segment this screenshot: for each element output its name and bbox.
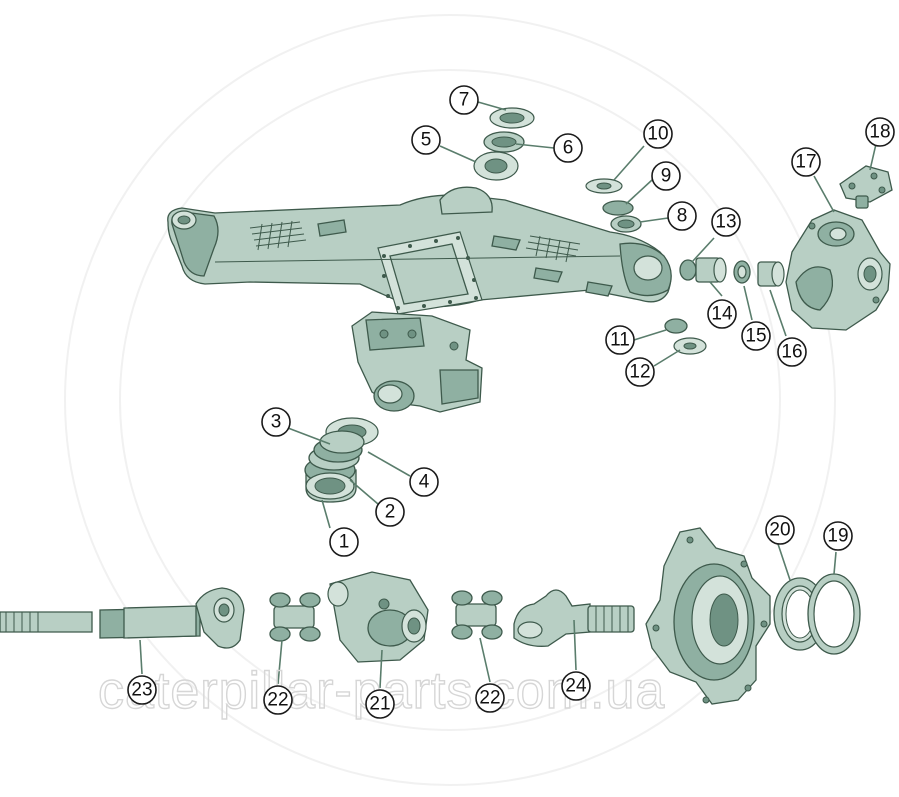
svg-text:3: 3 [271, 412, 282, 433]
axle-shaft [0, 587, 245, 649]
kingpin-cap [839, 165, 893, 209]
callout-19: 19 [823, 521, 853, 551]
callout-16: 16 [777, 337, 807, 367]
svg-text:12: 12 [629, 362, 650, 383]
svg-text:8: 8 [677, 206, 688, 227]
parts-8-10 [585, 178, 642, 233]
leader-lines [139, 101, 877, 689]
svg-text:10: 10 [647, 124, 668, 145]
svg-text:19: 19 [827, 526, 848, 547]
svg-text:1: 1 [339, 532, 350, 553]
axle-housing [167, 186, 672, 315]
svg-text:11: 11 [610, 330, 630, 351]
svg-text:22: 22 [479, 688, 500, 709]
callout-5: 5 [411, 125, 441, 155]
callout-20: 20 [765, 515, 795, 545]
center-yoke [327, 571, 429, 663]
svg-text:21: 21 [369, 694, 390, 715]
hub-flange [645, 527, 771, 705]
svg-text:5: 5 [421, 130, 432, 151]
callout-15: 15 [741, 321, 771, 351]
callout-1: 1 [329, 527, 359, 557]
callout-18: 18 [865, 117, 895, 147]
callout-21: 21 [365, 689, 395, 719]
svg-text:17: 17 [795, 152, 816, 173]
svg-text:7: 7 [459, 90, 470, 111]
callout-24: 24 [561, 671, 591, 701]
center-bracket [351, 311, 483, 413]
universal-joint-cross-left [269, 592, 321, 642]
callout-8: 8 [667, 201, 697, 231]
svg-text:16: 16 [781, 342, 802, 363]
svg-text:20: 20 [769, 520, 790, 541]
washers-5-7 [473, 107, 535, 181]
stub-shaft [513, 589, 635, 647]
callout-6: 6 [553, 133, 583, 163]
callout-9: 9 [651, 161, 681, 191]
callout-13: 13 [711, 207, 741, 237]
callout-11: 11 [605, 325, 635, 355]
seal-rings [773, 573, 861, 655]
callout-7: 7 [449, 85, 479, 115]
svg-text:14: 14 [711, 304, 733, 325]
parts-11-12 [664, 318, 707, 355]
svg-text:2: 2 [385, 502, 396, 523]
callout-22-right: 22 [475, 683, 505, 713]
callout-2: 2 [375, 497, 405, 527]
callout-12: 12 [625, 357, 655, 387]
callout-22-left: 22 [263, 685, 293, 715]
parts-13-16 [679, 257, 785, 287]
svg-text:6: 6 [563, 138, 574, 159]
callout-14: 14 [707, 299, 737, 329]
steering-knuckle [785, 209, 891, 331]
svg-text:9: 9 [661, 166, 672, 187]
svg-text:23: 23 [131, 680, 152, 701]
svg-text:22: 22 [267, 690, 288, 711]
callout-17: 17 [791, 147, 821, 177]
background-circle [64, 14, 836, 786]
bearing-stack [304, 417, 379, 503]
svg-text:15: 15 [745, 326, 766, 347]
callout-4: 4 [409, 467, 439, 497]
svg-text:13: 13 [715, 212, 736, 233]
universal-joint-cross-right [451, 590, 503, 640]
svg-text:18: 18 [869, 122, 890, 143]
callout-10: 10 [643, 119, 673, 149]
svg-text:4: 4 [419, 472, 430, 493]
svg-text:24: 24 [565, 676, 587, 697]
callout-23: 23 [127, 675, 157, 705]
background-circle-inner [119, 69, 781, 731]
callout-3: 3 [261, 407, 291, 437]
